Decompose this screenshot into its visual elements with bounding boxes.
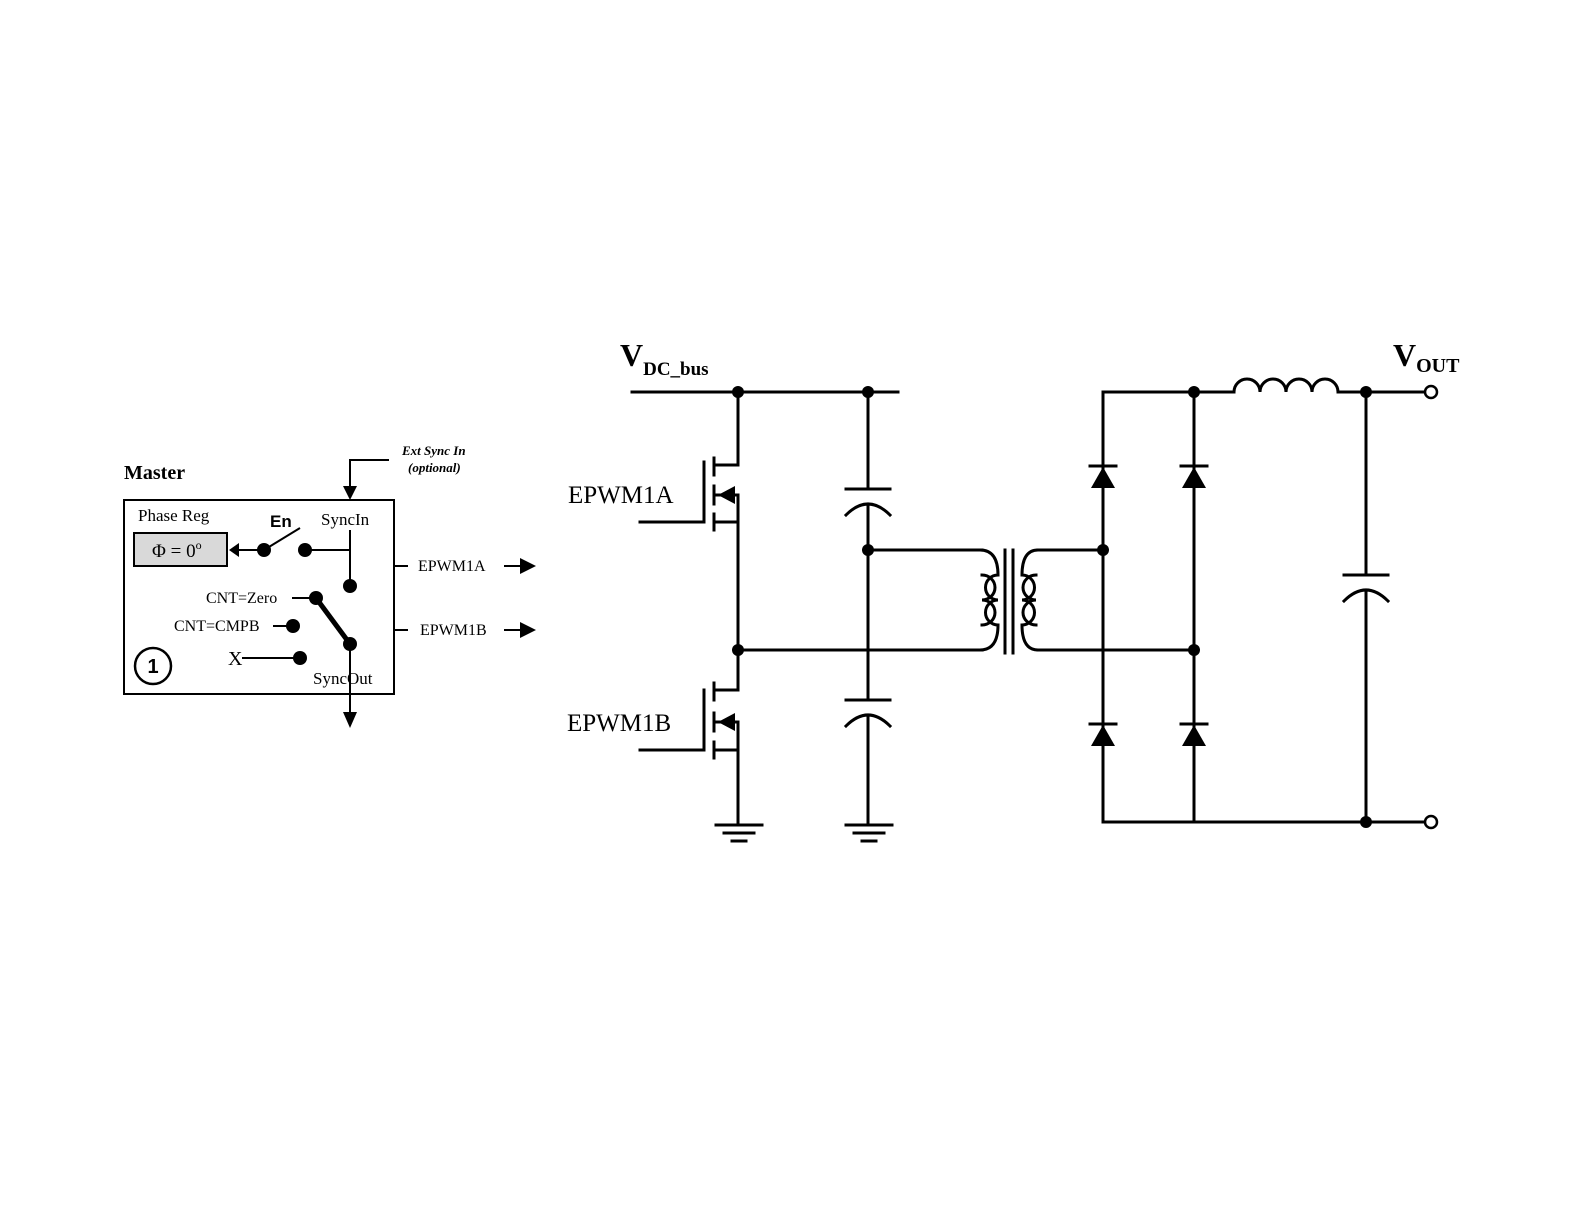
selector-switch-blade (316, 598, 350, 644)
disable-label: X (228, 648, 243, 670)
gate-b-label: EPWM1B (567, 710, 671, 737)
disable-contact (293, 651, 307, 665)
output-bottom-node (1360, 816, 1372, 828)
phase-reg-label: Phase Reg (138, 506, 210, 525)
phase-value: Φ = 0o (152, 538, 202, 562)
vout-positive-terminal (1425, 386, 1437, 398)
ground-symbol-left-icon (716, 825, 762, 841)
sync-out-arrow-icon (343, 712, 357, 728)
enable-switch-blade (264, 528, 300, 550)
output-b-label: EPWM1B (420, 622, 487, 639)
module-number: 1 (147, 656, 158, 678)
mosfet-a-arrow-icon (718, 486, 735, 504)
diode-d2-icon (1181, 466, 1207, 488)
half-bridge-primary: VDC_bus EPWM1A (567, 337, 982, 841)
output-inductor (1234, 379, 1338, 392)
vout-label: VOUT (1393, 337, 1460, 377)
vout-negative-terminal (1425, 816, 1437, 828)
mosfet-b-arrow-icon (718, 713, 735, 731)
gate-a-label: EPWM1A (568, 482, 674, 509)
mosfet-low-side (640, 683, 738, 822)
master-title: Master (124, 462, 185, 484)
ext-sync-label-line2: (optional) (408, 460, 461, 475)
master-block: Master Phase Reg Φ = 0o En SyncIn Ext Sy… (124, 443, 536, 728)
epwm1a-arrow-icon (520, 558, 536, 574)
enable-label: En (270, 512, 292, 531)
output-a-label: EPWM1A (418, 558, 486, 575)
rectifier-filter: VOUT (1090, 337, 1460, 828)
mosfet-high-side (640, 392, 738, 530)
ext-sync-label-line1: Ext Sync In (401, 443, 466, 458)
cnt-cmpb-label: CNT=CMPB (174, 618, 260, 635)
vdc-bus-label: VDC_bus (620, 337, 709, 380)
cnt-cmpb-contact (286, 619, 300, 633)
ext-sync-wire (350, 460, 389, 488)
syncin-contact (343, 579, 357, 593)
sync-out-label: SyncOut (313, 669, 373, 688)
phase-load-arrow-icon (229, 543, 239, 557)
rect-left-node (1097, 544, 1109, 556)
diode-d3-icon (1090, 724, 1116, 746)
rect-right-node (1188, 644, 1200, 656)
sync-in-arrow-icon (343, 486, 357, 500)
diode-d1-icon (1090, 466, 1116, 488)
cnt-zero-label: CNT=Zero (206, 590, 277, 607)
epwm1b-arrow-icon (520, 622, 536, 638)
sync-in-label: SyncIn (321, 510, 370, 529)
transformer (980, 550, 1194, 653)
ground-symbol-right-icon (846, 825, 892, 841)
diode-d4-icon (1181, 724, 1207, 746)
